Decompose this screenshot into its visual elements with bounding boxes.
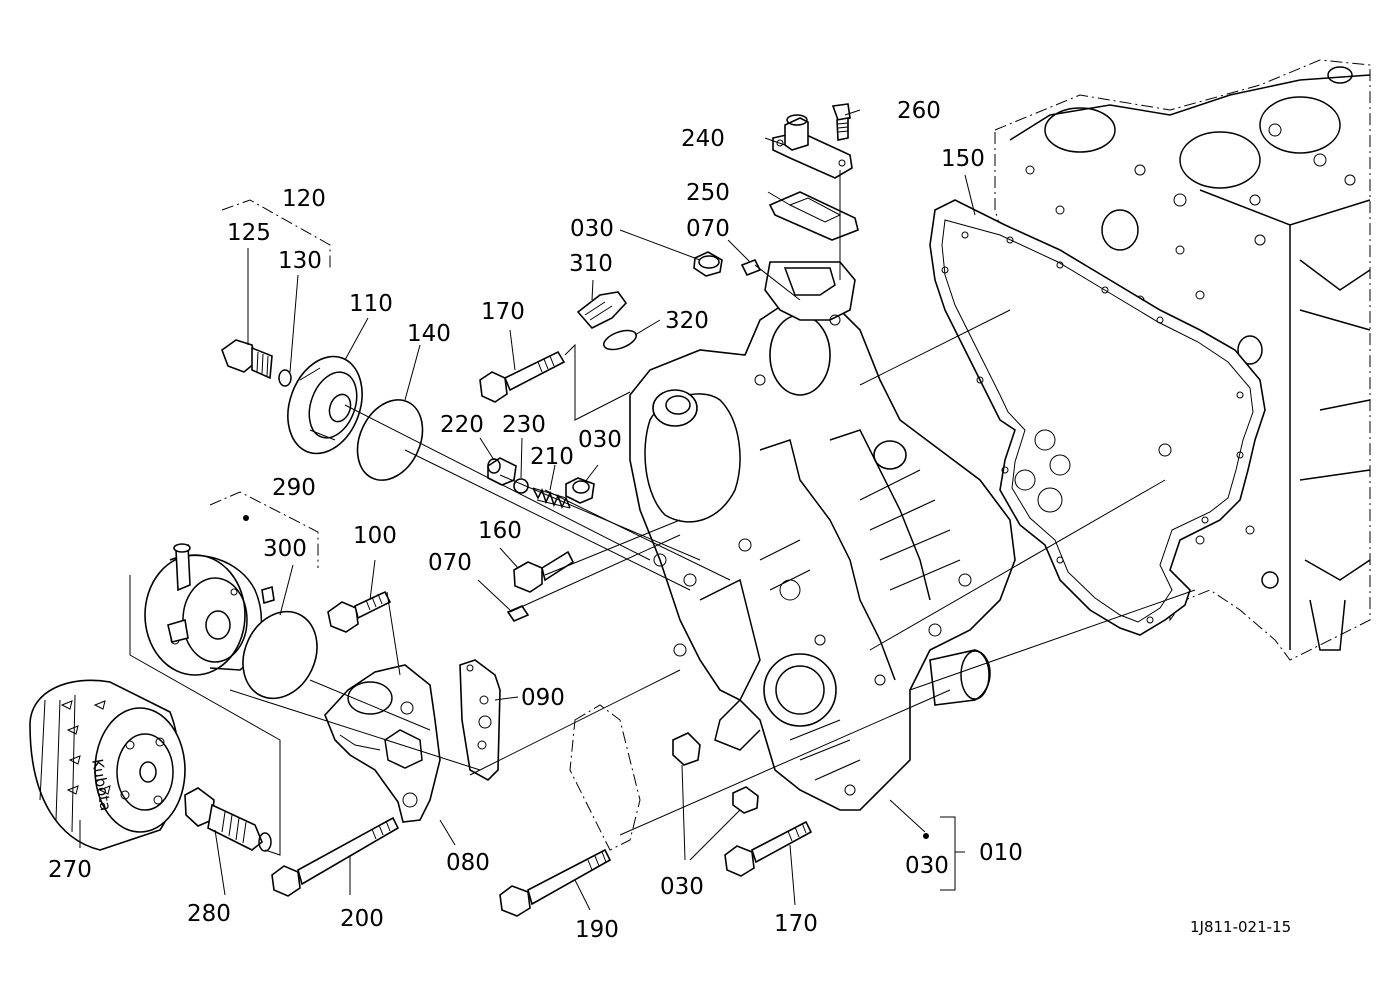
callout-150: 150 — [941, 146, 985, 172]
filter-serrations — [60, 700, 111, 795]
callout-labels: 120 125 130 110 140 170 030 070 310 320 … — [48, 98, 1291, 943]
part-030-plug-mid — [565, 477, 595, 504]
part-220-sleeve — [487, 457, 517, 486]
part-090-gasket — [459, 659, 501, 781]
callout-030-bottom: 030 — [660, 874, 704, 900]
part-260-bolt — [831, 103, 851, 141]
callout-210: 210 — [530, 444, 574, 470]
part-280-nipple — [184, 787, 272, 852]
part-080-oil-pump-housing — [324, 664, 441, 823]
part-125-bolt — [221, 339, 273, 380]
callout-310: 310 — [569, 251, 613, 277]
callout-160: 160 — [478, 518, 522, 544]
part-290-oil-cooler — [144, 543, 275, 676]
callout-030-case: 030 — [905, 853, 949, 879]
callout-080: 080 — [446, 850, 490, 876]
part-130-washer — [278, 369, 292, 387]
part-030-plug-lower-a — [672, 732, 701, 766]
callout-320: 320 — [665, 308, 709, 334]
part-270-oil-filter: Kubota — [29, 679, 186, 851]
callout-130: 130 — [278, 248, 322, 274]
part-170-bolt-top — [479, 350, 566, 403]
callout-290: 290 — [272, 475, 316, 501]
callout-030-top: 030 — [570, 216, 614, 242]
part-030-plug-lower-b — [732, 786, 759, 814]
oil-pump-bracket-dashed — [569, 704, 641, 851]
callout-090: 090 — [521, 685, 565, 711]
part-160-bolt — [513, 550, 575, 593]
callout-270: 270 — [48, 857, 92, 883]
callout-170-bottom: 170 — [774, 911, 818, 937]
callout-280: 280 — [187, 901, 231, 927]
part-250-gasket — [768, 191, 859, 241]
callout-140: 140 — [407, 321, 451, 347]
callout-070-top: 070 — [686, 216, 730, 242]
callout-leaders — [79, 109, 976, 911]
part-030-plug-top — [693, 251, 723, 277]
callout-100: 100 — [353, 523, 397, 549]
part-170-bolt-bottom — [724, 820, 813, 877]
callout-110: 110 — [349, 291, 393, 317]
callout-190: 190 — [575, 917, 619, 943]
callout-200: 200 — [340, 906, 384, 932]
part-070-pin-mid — [506, 605, 530, 622]
callout-010: 010 — [979, 840, 1023, 866]
callout-030-mid: 030 — [578, 427, 622, 453]
part-240-cover — [772, 114, 853, 179]
callout-120: 120 — [282, 186, 326, 212]
gear-case — [629, 261, 1016, 811]
drawing-code: 1J811-021-15 — [1190, 918, 1291, 936]
callout-220: 220 — [440, 412, 484, 438]
assembly-lines — [129, 170, 1196, 856]
callout-230: 230 — [502, 412, 546, 438]
callout-260: 260 — [897, 98, 941, 124]
part-300-o-ring — [242, 610, 318, 700]
callout-250: 250 — [686, 180, 730, 206]
part-200-long-bolt — [271, 816, 400, 897]
part-110-plate — [287, 355, 363, 455]
part-070-pin-top — [740, 258, 762, 277]
callout-240: 240 — [681, 126, 725, 152]
part-310-cap — [576, 291, 628, 329]
gear-case-gasket — [929, 199, 1266, 636]
callout-125: 125 — [227, 220, 271, 246]
callout-170-top: 170 — [481, 299, 525, 325]
callout-300: 300 — [263, 536, 307, 562]
part-190-bolt — [499, 848, 612, 917]
part-100-bolt — [327, 590, 392, 633]
part-320-o-ring — [603, 329, 637, 351]
gear-case-bolt-holes — [653, 314, 972, 796]
callout-070-mid: 070 — [428, 550, 472, 576]
